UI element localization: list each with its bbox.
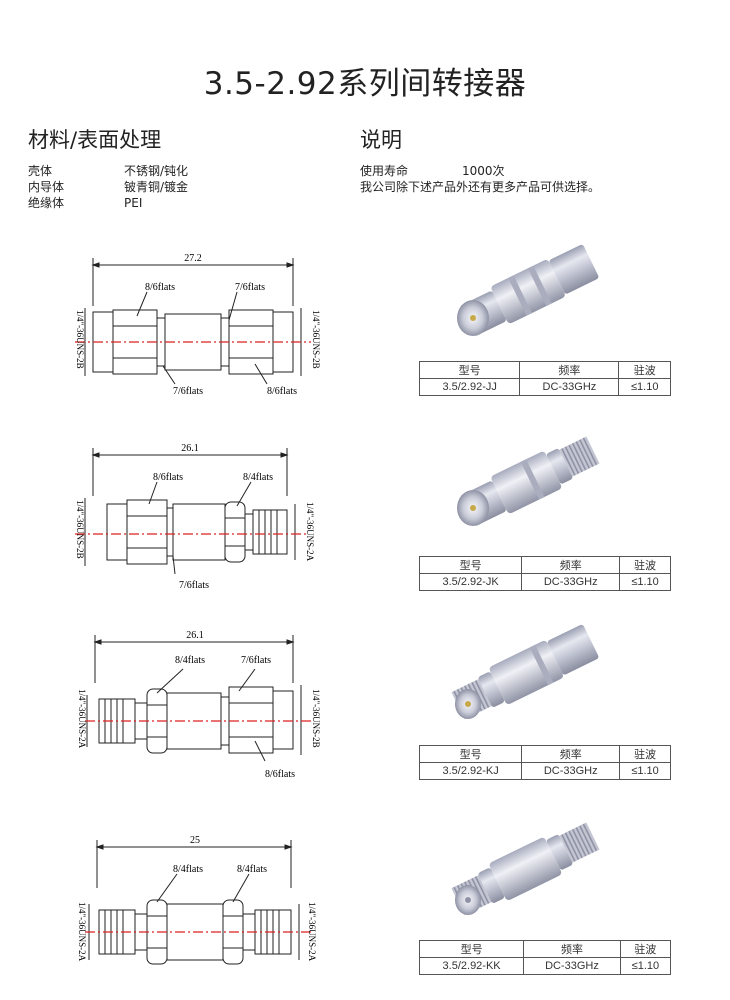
flat-label-jk-1: 8/6flats — [153, 472, 183, 483]
flat-label-kj-3: 8/6flats — [265, 769, 295, 780]
model-kk: 3.5/2.92-KK — [418, 957, 525, 975]
dimension-kk: 25 — [190, 835, 200, 846]
description-heading: 说明 — [360, 128, 402, 152]
photo-kj — [451, 624, 599, 720]
freq-jk: DC-33GHz — [521, 573, 621, 591]
header-model: 型号 — [418, 745, 523, 763]
header-frequency: 频率 — [521, 556, 621, 574]
model-jk: 3.5/2.92-JK — [418, 573, 523, 591]
header-vswr: 驻波 — [619, 940, 672, 958]
model-kj: 3.5/2.92-KJ — [418, 762, 523, 780]
life-value: 1000次 — [462, 164, 505, 178]
header-model: 型号 — [418, 940, 525, 958]
flat-label-jj-4: 8/6flats — [267, 386, 297, 397]
flat-label-kj-1: 8/4flats — [175, 655, 205, 666]
thread-left-kk: 1/4"-36UNS-2A — [77, 902, 87, 962]
thread-left-kj: 1/4"-36UNS-2A — [77, 689, 87, 749]
spec-table-kj: 型号 频率 驻波 3.5/2.92-KJ DC-33GHz ≤1.10 — [418, 745, 671, 780]
vswr-jj: ≤1.10 — [618, 378, 671, 396]
spec-table-jk: 型号 频率 驻波 3.5/2.92-JK DC-33GHz ≤1.10 — [418, 556, 671, 591]
vswr-jk: ≤1.10 — [619, 573, 671, 591]
material-value-shell: 不锈钢/钝化 — [124, 164, 189, 178]
drawing-jk: 26.1 8/6flats 8/4flats 7/6flats 1/4"-36U… — [75, 443, 315, 591]
flat-label-jj-1: 8/6flats — [145, 282, 175, 293]
header-frequency: 频率 — [523, 940, 621, 958]
material-label-inner: 内导体 — [28, 180, 65, 194]
dimension-jj: 27.2 — [184, 253, 202, 264]
thread-right-kk: 1/4"-36UNS-2A — [307, 902, 317, 962]
header-vswr: 驻波 — [619, 556, 671, 574]
thread-right-kj: 1/4"-36UNS-2B — [311, 689, 321, 748]
photo-jj — [457, 244, 599, 336]
freq-kj: DC-33GHz — [521, 762, 621, 780]
dimension-kj: 26.1 — [186, 630, 204, 641]
thread-right-jj: 1/4"-36UNS-2B — [311, 310, 321, 369]
header-model: 型号 — [418, 556, 523, 574]
material-label-shell: 壳体 — [28, 164, 53, 178]
thread-left-jj: 1/4"-36UNS-2B — [75, 310, 85, 369]
material-values: 不锈钢/钝化 铍青铜/镀金 PEI — [124, 163, 188, 211]
flat-label-jk-2: 8/4flats — [243, 472, 273, 483]
header-frequency: 频率 — [521, 745, 621, 763]
freq-kk: DC-33GHz — [523, 957, 621, 975]
vswr-kk: ≤1.10 — [619, 957, 672, 975]
material-value-inner: 铍青铜/镀金 — [124, 180, 189, 194]
page-title: 3.5-2.92系列间转接器 — [203, 66, 527, 102]
material-value-insulator: PEI — [124, 196, 143, 210]
photo-kk — [451, 822, 600, 916]
spec-table-jj: 型号 频率 驻波 3.5/2.92-JJ DC-33GHz ≤1.10 — [418, 361, 671, 396]
spec-table-kk: 型号 频率 驻波 3.5/2.92-KK DC-33GHz ≤1.10 — [418, 940, 672, 975]
material-labels: 壳体 内导体 绝缘体 — [28, 163, 64, 211]
header-vswr: 驻波 — [618, 361, 671, 379]
flat-label-kj-2: 7/6flats — [241, 655, 271, 666]
material-label-insulator: 绝缘体 — [28, 196, 65, 210]
flat-label-kk-2: 8/4flats — [237, 864, 267, 875]
thread-right-jk: 1/4"-36UNS-2A — [305, 502, 315, 562]
flat-label-jk-3: 7/6flats — [179, 580, 209, 591]
flat-label-jj-3: 7/6flats — [173, 386, 203, 397]
materials-heading: 材料/表面处理 — [28, 128, 162, 152]
drawing-kj: 26.1 8/4flats 7/6flats 8/6flats 1/4"-36U… — [77, 630, 321, 780]
thread-left-jk: 1/4"-36UNS-2B — [75, 500, 85, 559]
freq-jj: DC-33GHz — [519, 378, 620, 396]
drawing-jj: 27.2 8/6flats 7/6flats 7/6flats 8/6flats… — [75, 253, 321, 397]
header-frequency: 频率 — [519, 361, 620, 379]
description-note: 我公司除下述产品外还有更多产品可供选择。 — [360, 180, 601, 194]
flat-label-kk-1: 8/4flats — [173, 864, 203, 875]
flat-label-jj-2: 7/6flats — [235, 282, 265, 293]
dimension-jk: 26.1 — [181, 443, 199, 454]
header-model: 型号 — [418, 361, 521, 379]
photo-jk — [457, 436, 600, 526]
model-jj: 3.5/2.92-JJ — [418, 378, 521, 396]
drawing-kk: 25 8/4flats 8/4flats 1/4"-36UNS-2A 1/4"-… — [77, 835, 317, 965]
life-label: 使用寿命 — [360, 164, 409, 178]
vswr-kj: ≤1.10 — [619, 762, 671, 780]
header-vswr: 驻波 — [619, 745, 671, 763]
